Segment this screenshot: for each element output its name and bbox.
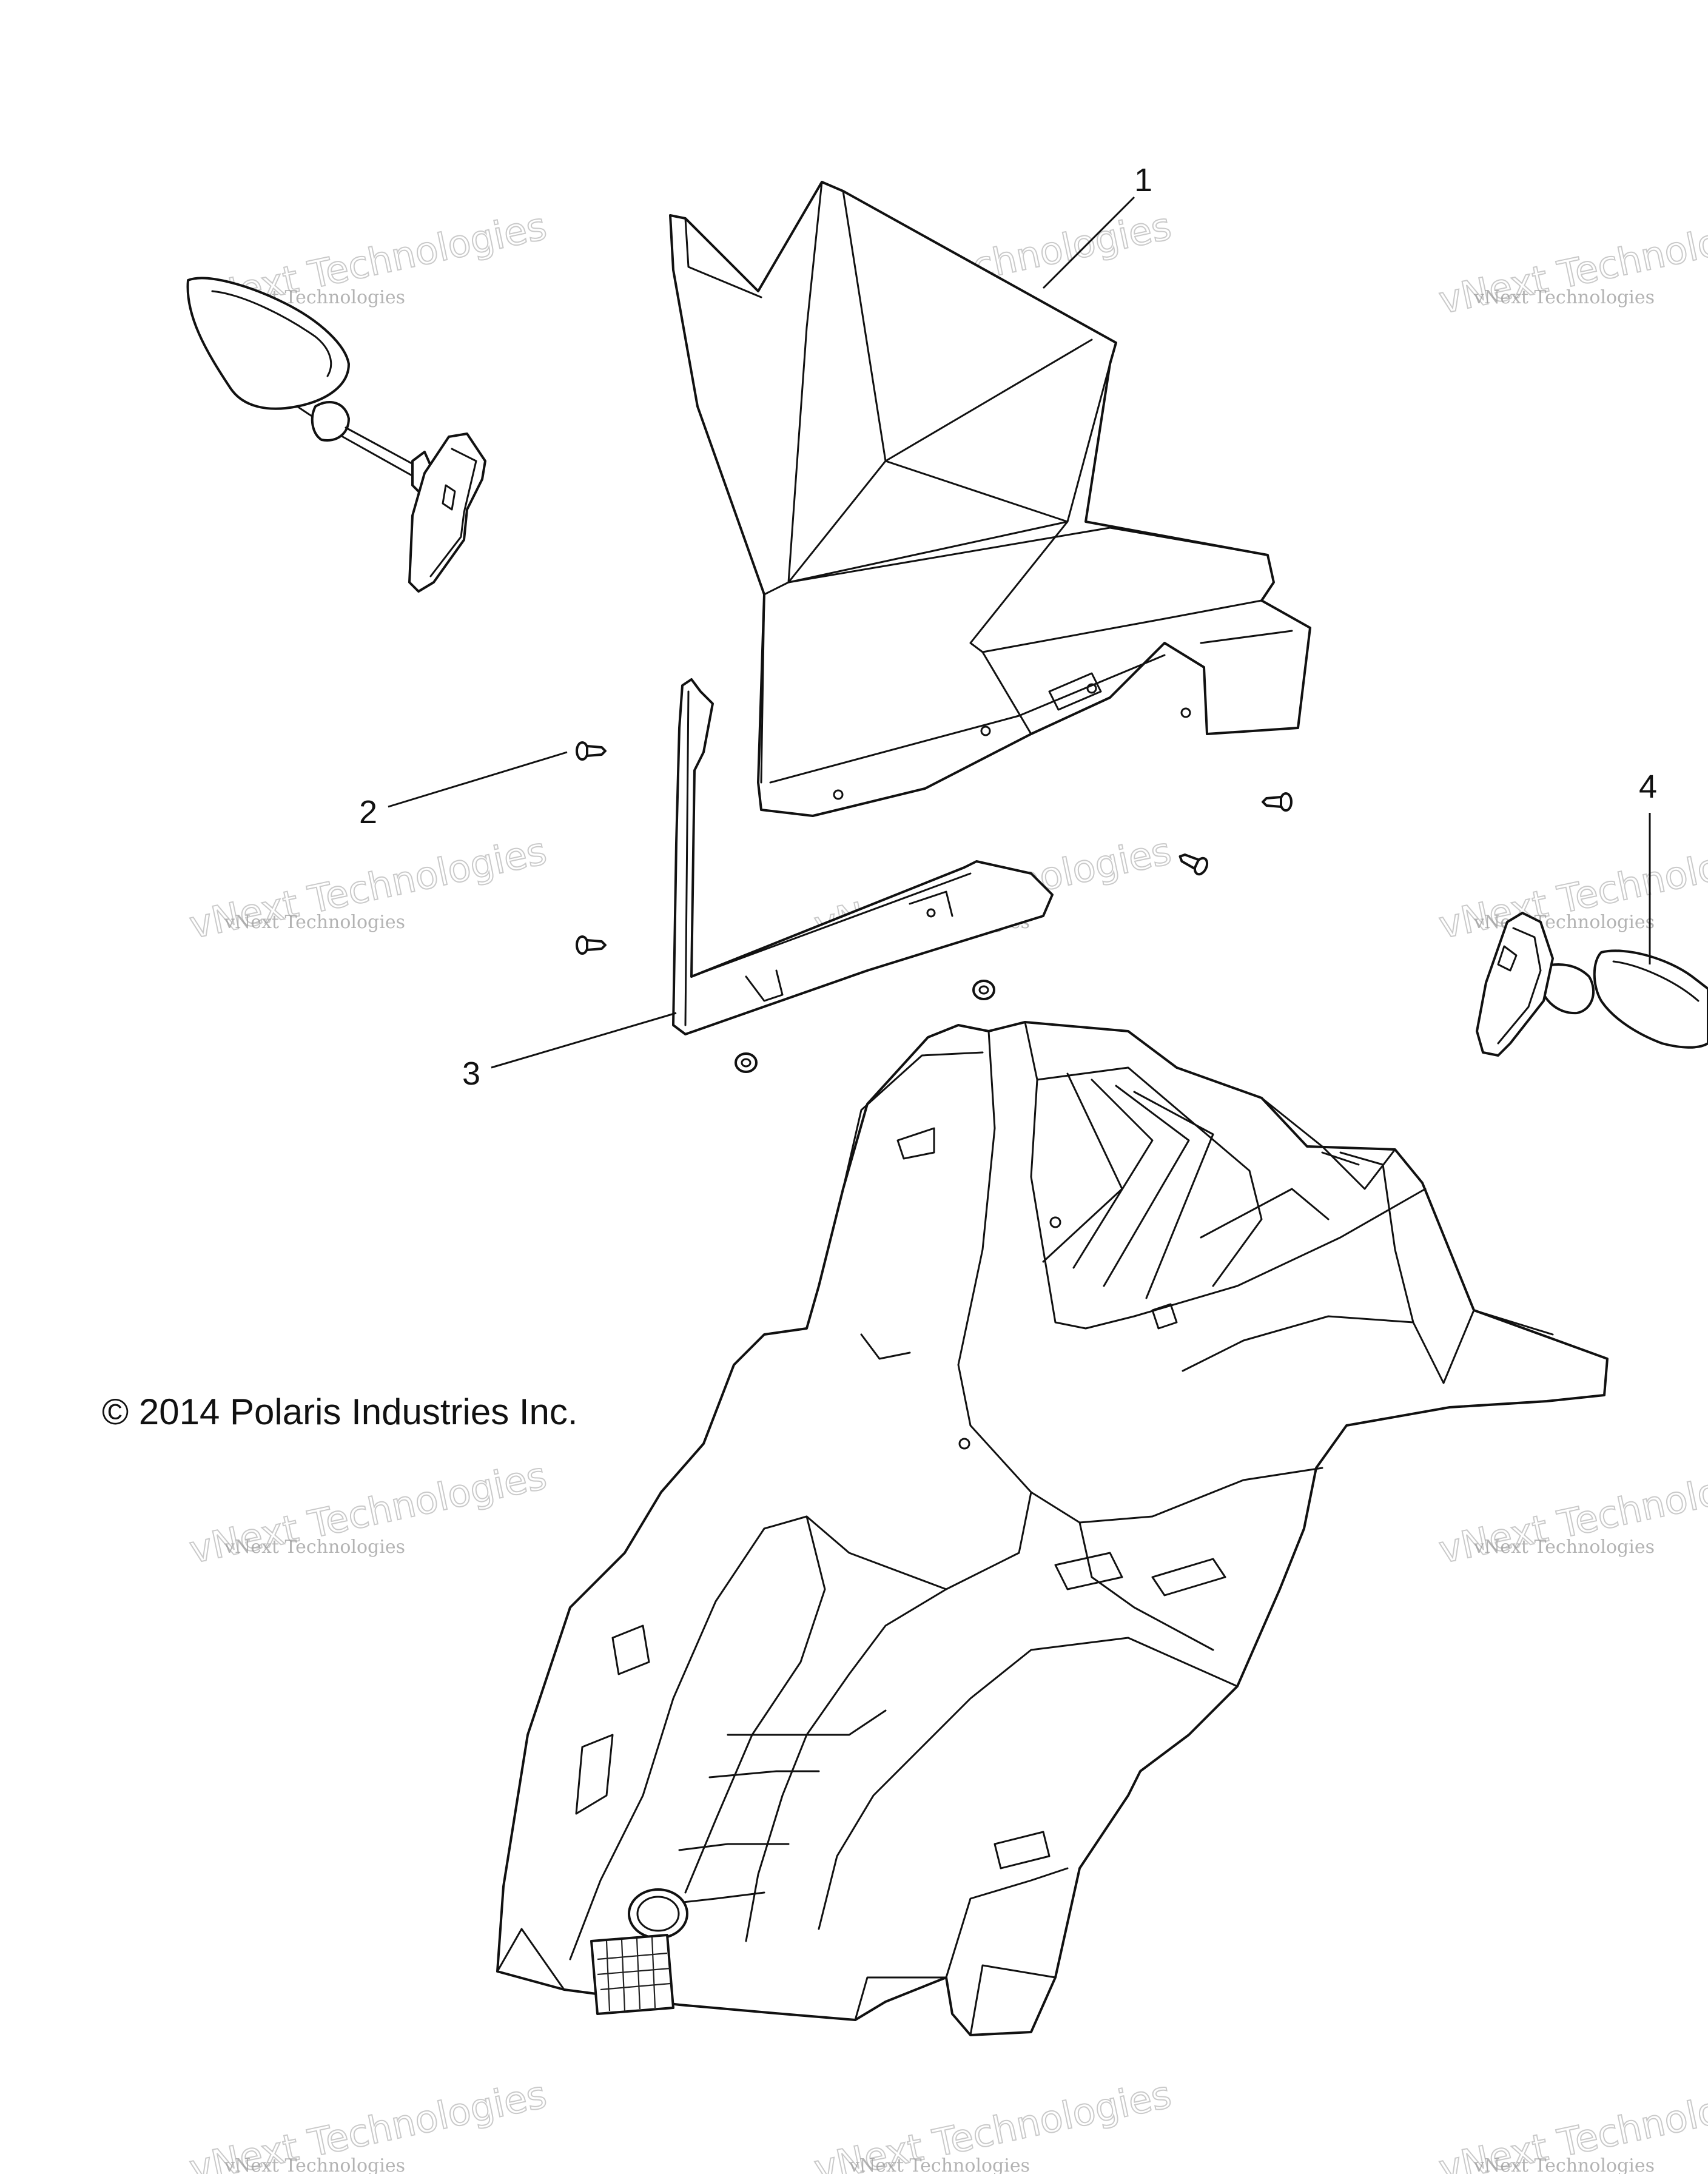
- watermark-small-text: vNext Technologies: [224, 912, 405, 933]
- watermark: vNext Technologies vNext Technologies: [185, 2071, 551, 2174]
- callout-3-label: 3: [462, 1055, 480, 1092]
- callout-1-leader: [1042, 196, 1135, 289]
- windshield-part: [669, 181, 1311, 817]
- watermark: vNext Technologies vNext Technologies: [185, 1453, 551, 1573]
- watermark-small-text: vNext Technologies: [1473, 912, 1655, 933]
- watermark: vNext Technologies vNext Technologies: [1434, 1453, 1708, 1573]
- left-mirror-part: [186, 277, 486, 593]
- callout-2-leader: [388, 751, 568, 808]
- callout-4-label: 4: [1639, 769, 1657, 805]
- watermark-small-text: vNext Technologies: [1473, 1536, 1655, 1558]
- fastener-icon: [1262, 792, 1293, 812]
- watermark-small-text: vNext Technologies: [224, 1536, 405, 1558]
- callout-1: 1: [1042, 162, 1152, 289]
- watermark: vNext Technologies vNext Technologies: [810, 2071, 1175, 2174]
- callout-3: 3: [462, 1012, 677, 1092]
- well-nut-icon: [735, 980, 995, 1073]
- windshield-bracket-part: [672, 678, 1054, 1035]
- watermark: vNext Technologies vNext Technologies: [185, 828, 551, 948]
- callout-4: 4: [1639, 769, 1657, 964]
- callout-2: 2: [359, 751, 568, 830]
- callout-2-label: 2: [359, 794, 377, 830]
- watermark: vNext Technologies vNext Technologies: [1434, 203, 1708, 323]
- hood-assembly: [496, 1021, 1609, 2036]
- fastener-icon: [1178, 853, 1209, 876]
- watermark-small-text: vNext Technologies: [849, 2155, 1030, 2174]
- watermark-small-text: vNext Technologies: [1473, 287, 1655, 308]
- callout-3-leader: [491, 1012, 677, 1069]
- fastener-icon: [576, 935, 607, 955]
- watermark: vNext Technologies vNext Technologies: [1434, 2071, 1708, 2174]
- watermark-small-text: vNext Technologies: [1473, 2155, 1655, 2174]
- right-mirror-part: [1476, 912, 1708, 1057]
- callout-1-label: 1: [1134, 162, 1152, 198]
- watermark: vNext Technologies vNext Technologies: [1434, 828, 1708, 948]
- fastener-icon: [576, 741, 607, 761]
- watermark-small-text: vNext Technologies: [224, 2155, 405, 2174]
- copyright-notice: © 2014 Polaris Industries Inc.: [102, 1392, 578, 1432]
- push-rivet-fasteners: [576, 741, 1293, 1073]
